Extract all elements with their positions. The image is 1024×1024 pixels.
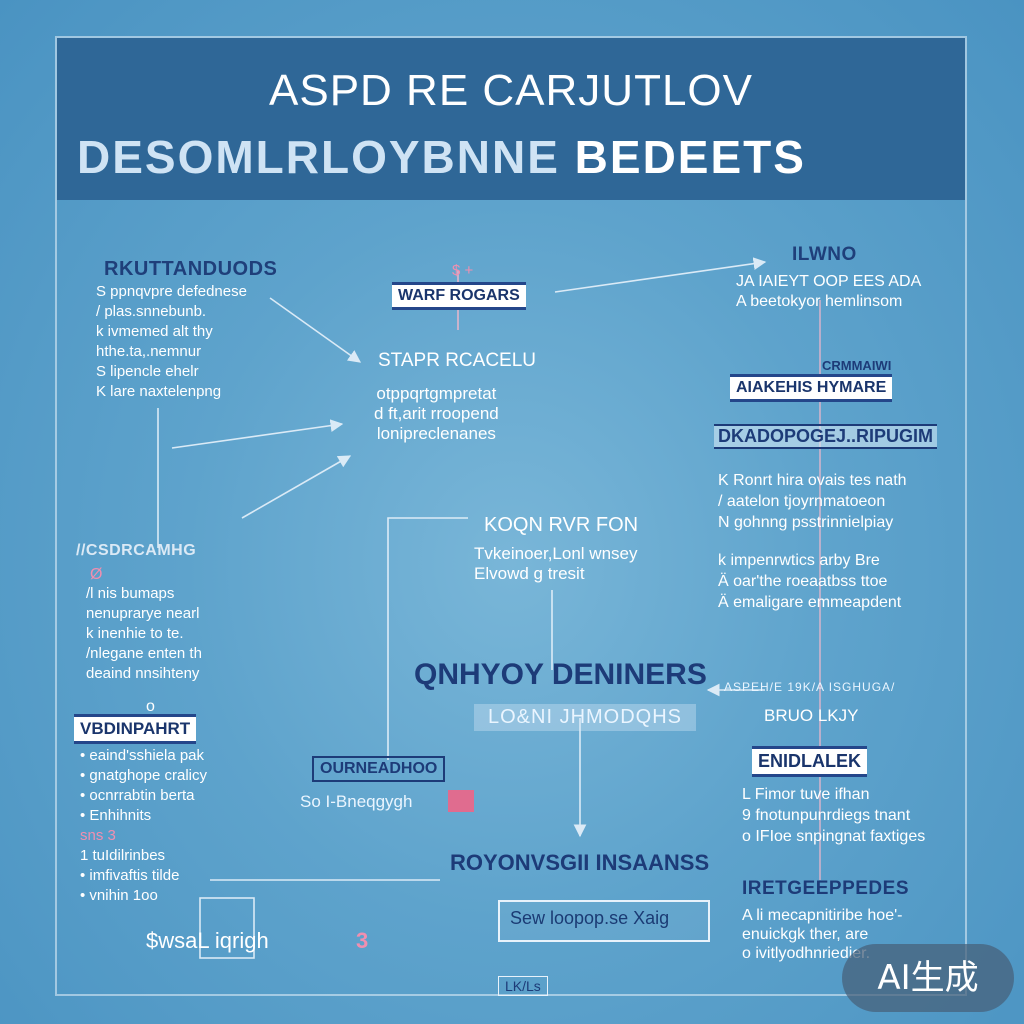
list-item: hthe.ta,.nemnur <box>96 343 202 360</box>
right-retg-lines: A li mecapnitiribe hoe'- enuickgk ther, … <box>742 906 902 963</box>
list-item: K Ronrt hira ovais tes nath <box>718 472 907 489</box>
left-footer-note: $wsaL iqrigh <box>146 928 269 953</box>
list-item: Ä emaligare emmeapdent <box>718 594 902 611</box>
right-dark-line: ASPEH/E 19K/A ISGHUGA/ <box>724 680 896 694</box>
right-badge-b: DKADOPOGEJ..RIPUGIM <box>714 424 938 449</box>
list-item: /l nis bumaps <box>86 585 175 602</box>
text-line: Tvkeinoer,Lonl wnsey <box>474 544 638 563</box>
line-center-elbow <box>387 517 468 760</box>
footer-mark: LK/Ls <box>498 976 548 996</box>
center-pink-block <box>448 790 474 812</box>
list-item: /nlegane enten th <box>86 645 202 662</box>
list-item: k impenrwtics arby Bre <box>718 552 880 569</box>
center-bottom-box: Sew loopop.se Xaig <box>498 900 710 942</box>
header-subtitle: ASPD RE CARJUTLOV <box>269 66 753 115</box>
header-title-rest: BEDEETS <box>559 131 806 183</box>
list-item: L Fimor tuve ifhan <box>742 786 870 803</box>
list-item: sns 3 <box>80 827 116 844</box>
list-item: k inenhie to te. <box>86 625 184 642</box>
center-big-heading: QNHYOY DENINERS <box>414 658 707 691</box>
arrow-mid-left <box>171 419 344 449</box>
left-section2-title: //CSDRCAMHG <box>76 542 197 559</box>
list-item: 1 tuIdilrinbes <box>80 847 166 864</box>
center-block1-lines: otppqrtgmpretat d ft,arit rroopend lonip… <box>374 384 499 444</box>
list-item: k ivmemed alt thy <box>96 323 213 340</box>
list-item: o ivitlyodhnriedier. <box>742 945 871 962</box>
list-item: • imfivaftis tilde <box>80 867 180 884</box>
list-item: • Enhihnits <box>80 807 152 824</box>
right-section2-lines: k impenrwtics arby Bre Ä oar'the roeaatb… <box>718 550 901 613</box>
list-item: S ppnqvpre defednese <box>96 283 247 300</box>
text-line: lonipreclenanes <box>376 424 496 443</box>
arrow-to-right-top <box>554 257 767 293</box>
text-line: Elvowd g tresit <box>474 564 585 583</box>
right-badge-a: AIAKEHIS HYMARE <box>730 374 893 402</box>
text-line: A beetokyor hemlinsom <box>736 293 903 310</box>
right-top-lines: JA IAIEYT OOP EES ADA A beetokyor hemlin… <box>736 272 921 312</box>
text-line: d ft,arit rroopend <box>374 404 499 423</box>
header-title-lead: DESOMLRLOYBNNE <box>77 131 560 183</box>
center-small-badge: OURNEADHOO <box>312 756 446 782</box>
center-sub-note: So I-Bneqgygh <box>300 792 413 811</box>
list-item: o IFIoe snpingnat faxtiges <box>742 828 926 845</box>
arrow-lower-left <box>241 455 352 519</box>
left-footer-number: 3 <box>356 928 369 953</box>
list-item: N gohnng psstrinnielpiay <box>718 514 894 531</box>
left-section3-list: • eaind'sshiela pak • gnatghope cralicy … <box>80 746 207 906</box>
list-item: enuickgk ther, are <box>742 926 869 943</box>
center-bottom-heading: ROYONVSGII INSAANSS <box>450 850 710 875</box>
left-section3-marker: o <box>146 698 155 715</box>
list-item: nenuprarye nearl <box>86 605 200 622</box>
list-item: S lipencle ehelr <box>96 363 199 380</box>
center-badge1-marker: $ + <box>452 262 474 279</box>
header-banner: ASPD RE CARJUTLOV DESOMLRLOYBNNE BEDEETS <box>57 38 965 200</box>
right-top-title: ILWNO <box>792 244 857 265</box>
right-endl-lines: L Fimor tuve ifhan 9 fnotunpunrdiegs tna… <box>742 784 925 847</box>
list-item: • eaind'sshiela pak <box>80 747 205 764</box>
list-item: deaind nnsihteny <box>86 665 200 682</box>
left-section1-list: S ppnqvpre defednese / plas.snnebunb. k … <box>96 282 247 402</box>
left-section2-marker: Ø <box>90 566 103 583</box>
center-badge1: WARF ROGARS <box>392 282 526 310</box>
left-section3-title: VBDINPAHRT <box>74 714 197 744</box>
arrow-left-to-center <box>269 297 362 363</box>
list-item: • vnihin 1oo <box>80 887 158 904</box>
text-line: JA IAIEYT OOP EES ADA <box>736 273 922 290</box>
list-item: A li mecapnitiribe hoe'- <box>742 907 903 924</box>
left-section1-title: RKUTTANDUODS <box>104 258 278 280</box>
list-item: • ocnrrabtin berta <box>80 787 195 804</box>
list-item: Ä oar'the roeaatbss ttoe <box>718 573 888 590</box>
center-block2-lines: Tvkeinoer,Lonl wnsey Elvowd g tresit <box>474 544 637 584</box>
center-light-band: LO&NI JHMODQHS <box>474 704 697 731</box>
list-item: / aatelon tjoyrnmatoeon <box>718 493 886 510</box>
list-item: • gnatghope cralicy <box>80 767 207 784</box>
center-block2-title: KOQN RVR FON <box>484 514 639 536</box>
right-brod: BRUO LKJY <box>764 706 859 725</box>
left-section2-list: /l nis bumaps nenuprarye nearl k inenhie… <box>86 584 202 684</box>
list-item: K lare naxtelenpng <box>96 383 222 400</box>
list-item: / plas.snnebunb. <box>96 303 207 320</box>
header-title: DESOMLRLOYBNNE BEDEETS <box>77 130 806 184</box>
right-badge-top-note: CRMMAIWI <box>822 358 892 373</box>
list-item: 9 fnotunpunrdiegs tnant <box>742 807 911 824</box>
small-box-bottom-left <box>199 897 255 959</box>
right-section-lines: K Ronrt hira ovais tes nath / aatelon tj… <box>718 470 907 533</box>
right-endl-title: ENIDLALEK <box>752 746 867 777</box>
center-block1-title: STAPR RCACELU <box>378 350 537 371</box>
ai-generated-badge: AI生成 <box>842 944 1014 1012</box>
text-line: otppqrtgmpretat <box>376 384 497 403</box>
right-retg-title: IRETGEEPPEDES <box>742 878 909 899</box>
